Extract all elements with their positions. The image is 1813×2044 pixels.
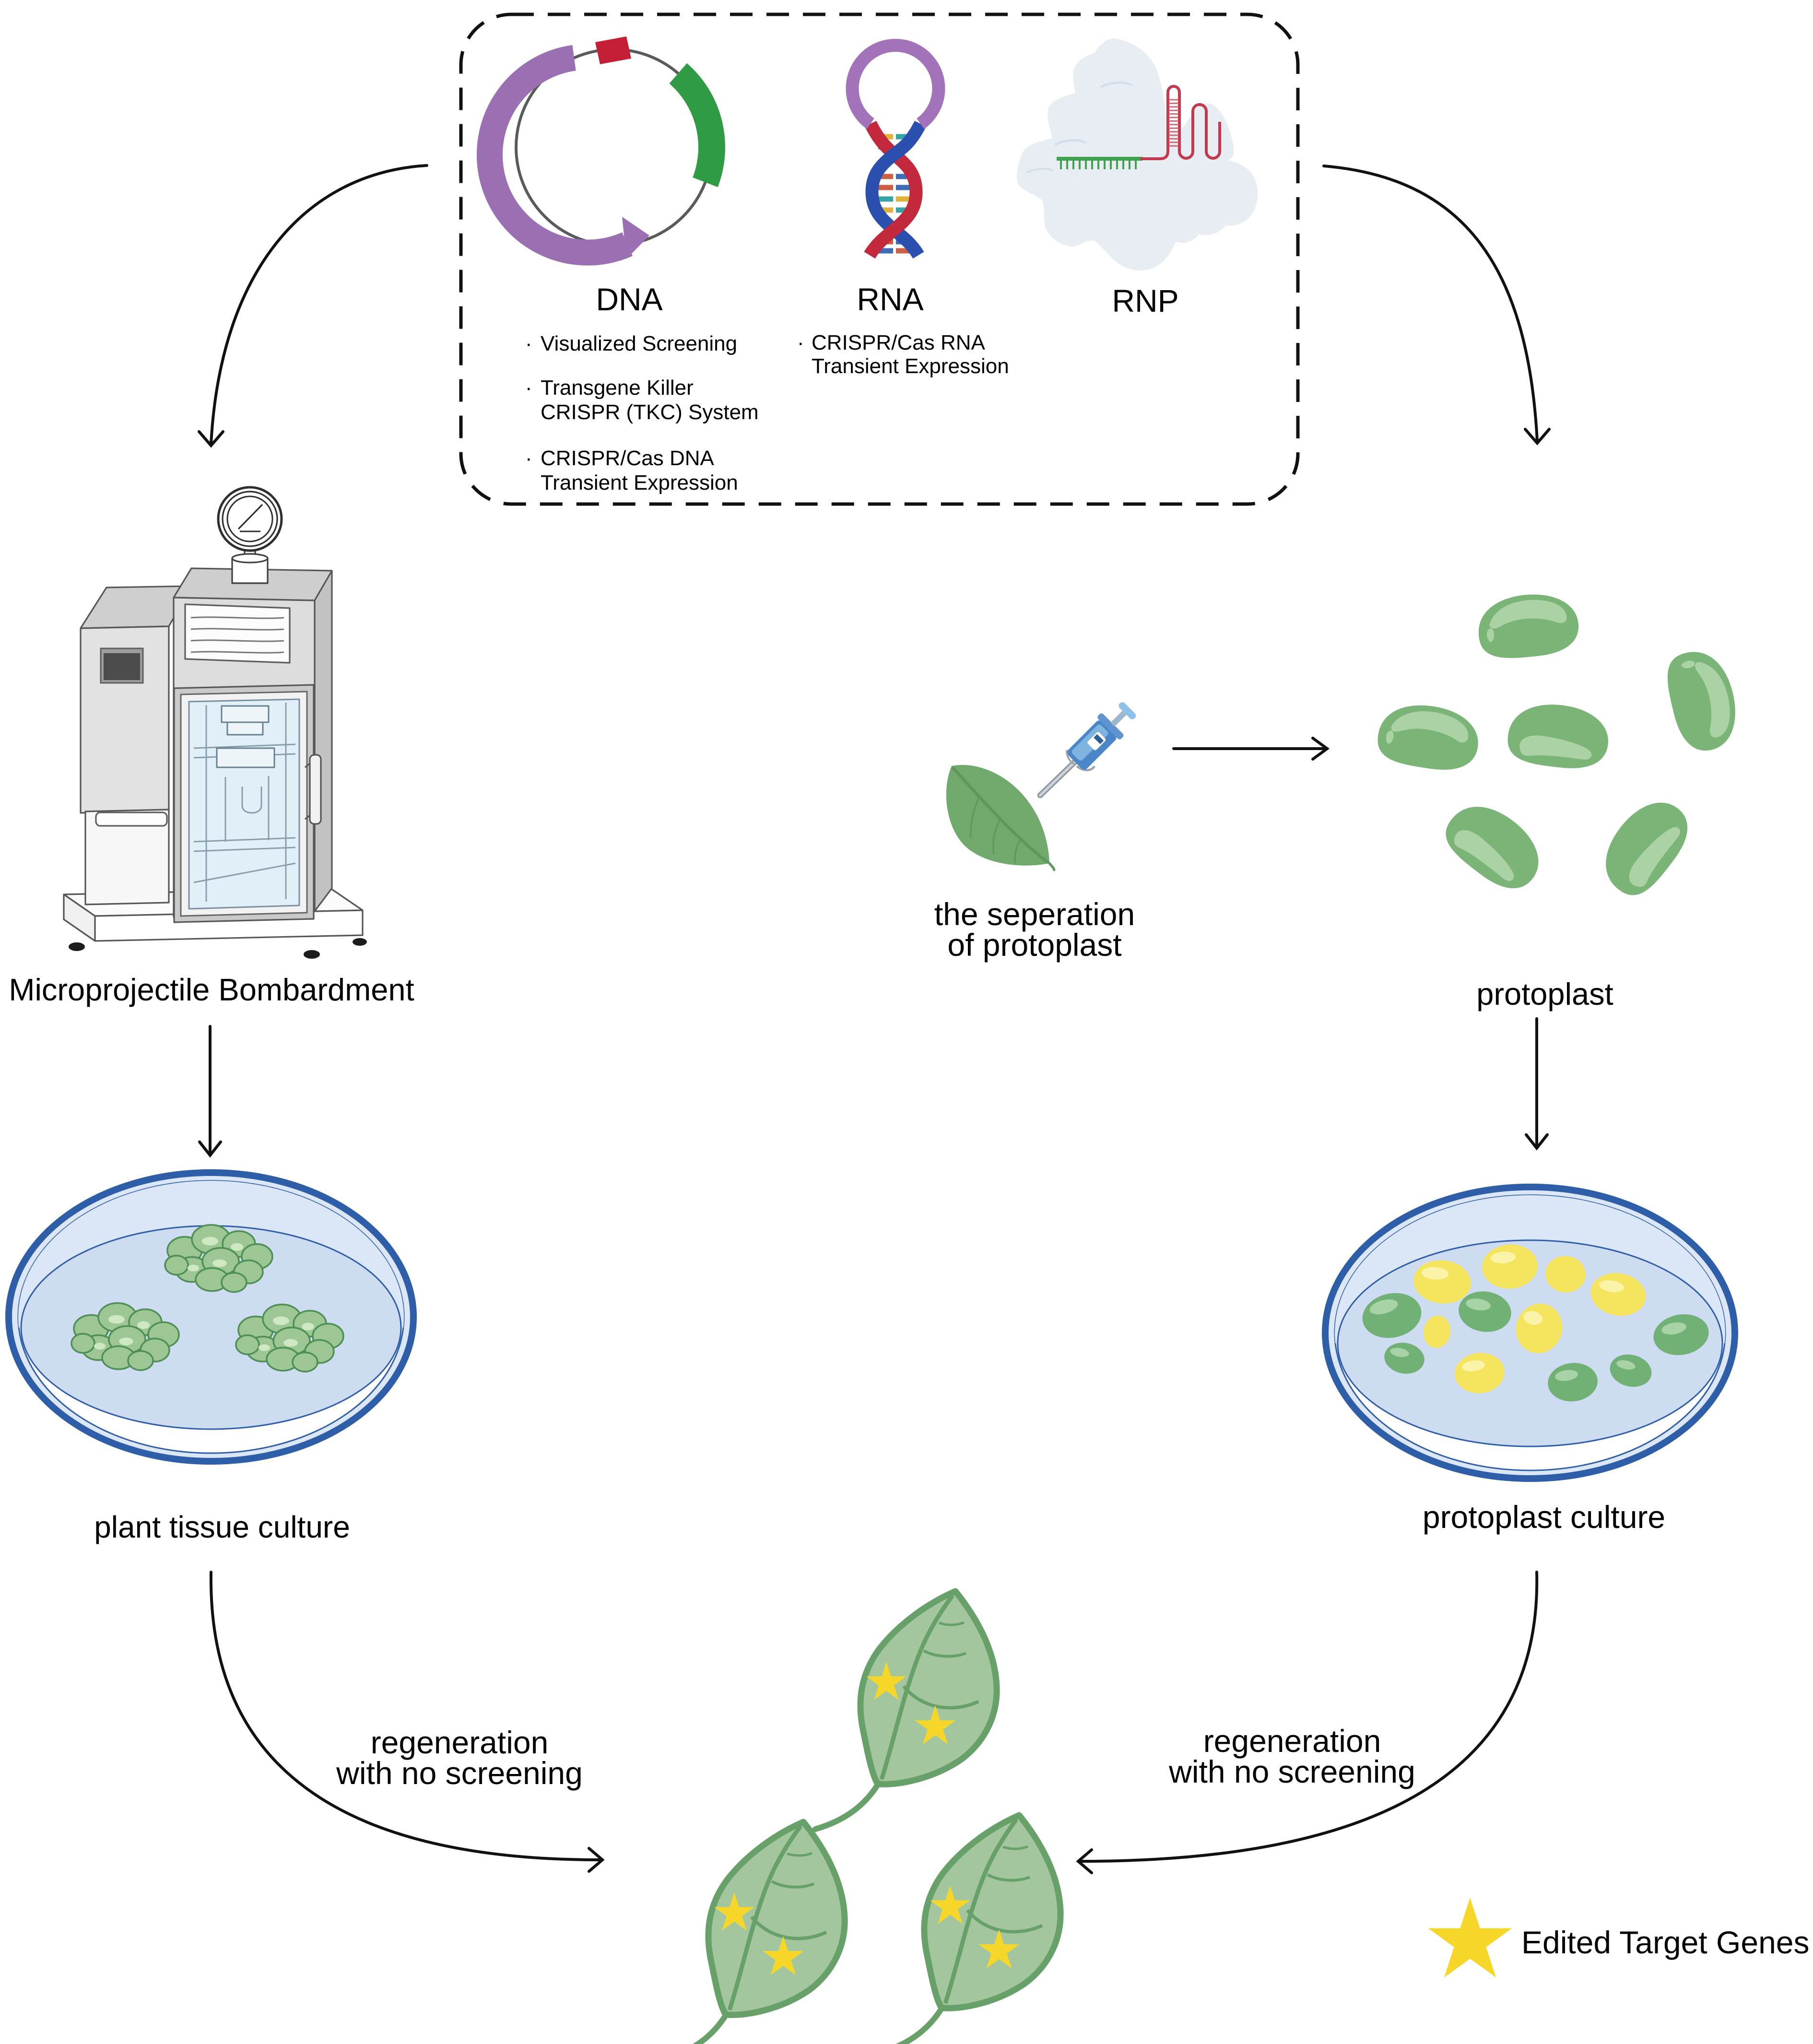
- svg-text:protoplast: protoplast: [1476, 976, 1613, 1011]
- svg-text:of protoplast: of protoplast: [947, 927, 1121, 963]
- svg-text:RNA: RNA: [857, 282, 923, 317]
- svg-text:Transgene Killer: Transgene Killer: [541, 376, 694, 399]
- svg-text:·: ·: [525, 446, 532, 470]
- svg-text:CRISPR/Cas DNA: CRISPR/Cas DNA: [541, 446, 714, 470]
- svg-text:Microprojectile Bombardment: Microprojectile Bombardment: [9, 972, 414, 1007]
- svg-text:·: ·: [525, 376, 532, 399]
- svg-text:plant tissue culture: plant tissue culture: [94, 1510, 350, 1544]
- svg-text:DNA: DNA: [596, 282, 662, 317]
- svg-text:Edited Target Genes: Edited Target Genes: [1521, 1925, 1810, 1960]
- svg-text:RNP: RNP: [1112, 283, 1178, 318]
- svg-text:Transient Expression: Transient Expression: [812, 354, 1009, 378]
- svg-text:CRISPR/Cas RNA: CRISPR/Cas RNA: [812, 331, 985, 354]
- svg-text:regeneration: regeneration: [1203, 1723, 1381, 1759]
- svg-text:the seperation: the seperation: [934, 896, 1135, 932]
- svg-text:·: ·: [797, 331, 804, 354]
- svg-text:with no screening: with no screening: [336, 1755, 583, 1791]
- svg-text:Transient Expression: Transient Expression: [541, 471, 738, 494]
- svg-text:·: ·: [525, 332, 532, 355]
- svg-text:with no screening: with no screening: [1168, 1754, 1415, 1789]
- svg-text:regeneration: regeneration: [371, 1725, 549, 1760]
- svg-text:Visualized Screening: Visualized Screening: [541, 332, 737, 355]
- svg-text:protoplast culture: protoplast culture: [1423, 1499, 1665, 1535]
- svg-text:CRISPR (TKC) System: CRISPR (TKC) System: [541, 400, 759, 424]
